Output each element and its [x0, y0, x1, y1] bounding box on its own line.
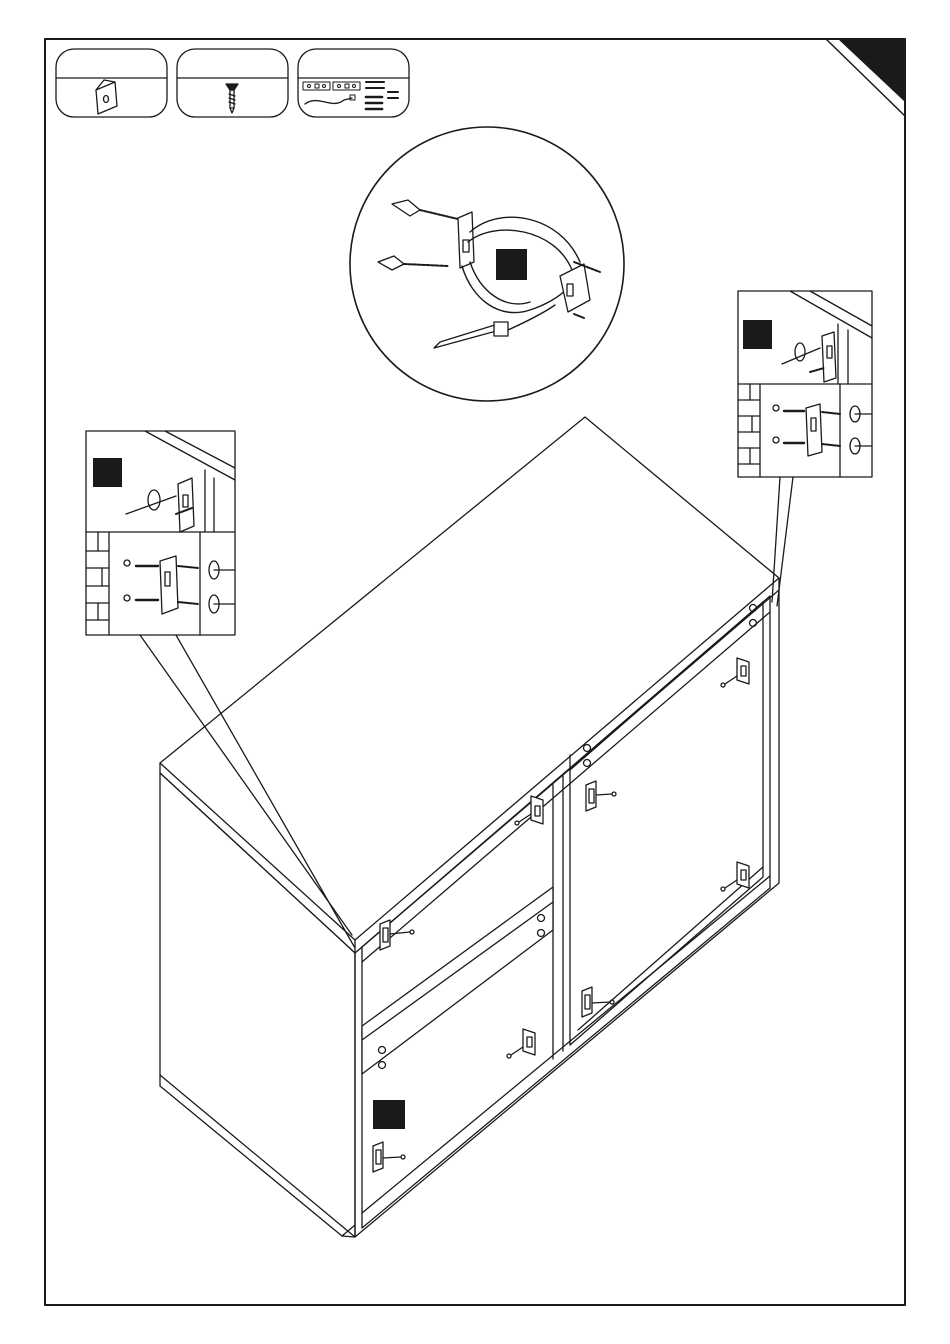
part-marker-square — [373, 1100, 405, 1129]
part-marker-square — [93, 458, 122, 487]
parts-box-screw — [177, 49, 288, 117]
hinge-plate — [721, 862, 749, 891]
hinge-plate — [586, 781, 616, 811]
anchor-strap-detail — [350, 127, 624, 401]
hinge-plate — [721, 658, 749, 687]
right-wall-bracket-detail — [738, 291, 872, 606]
screw-icon — [226, 84, 238, 113]
part-marker-square — [743, 320, 772, 349]
hinge-plate — [507, 1029, 535, 1058]
part-marker-square — [496, 249, 527, 280]
manual-booklet-icon — [96, 80, 117, 114]
hinge-plate — [380, 920, 414, 950]
hinge-plate — [373, 1142, 405, 1172]
parts-box-wall-fixing-kit — [298, 49, 409, 117]
sideboard-cabinet-icon — [160, 417, 779, 1237]
corner-step-tab — [826, 39, 905, 116]
parts-box-manual — [56, 49, 167, 117]
wall-fixing-kit-icon — [303, 82, 398, 109]
